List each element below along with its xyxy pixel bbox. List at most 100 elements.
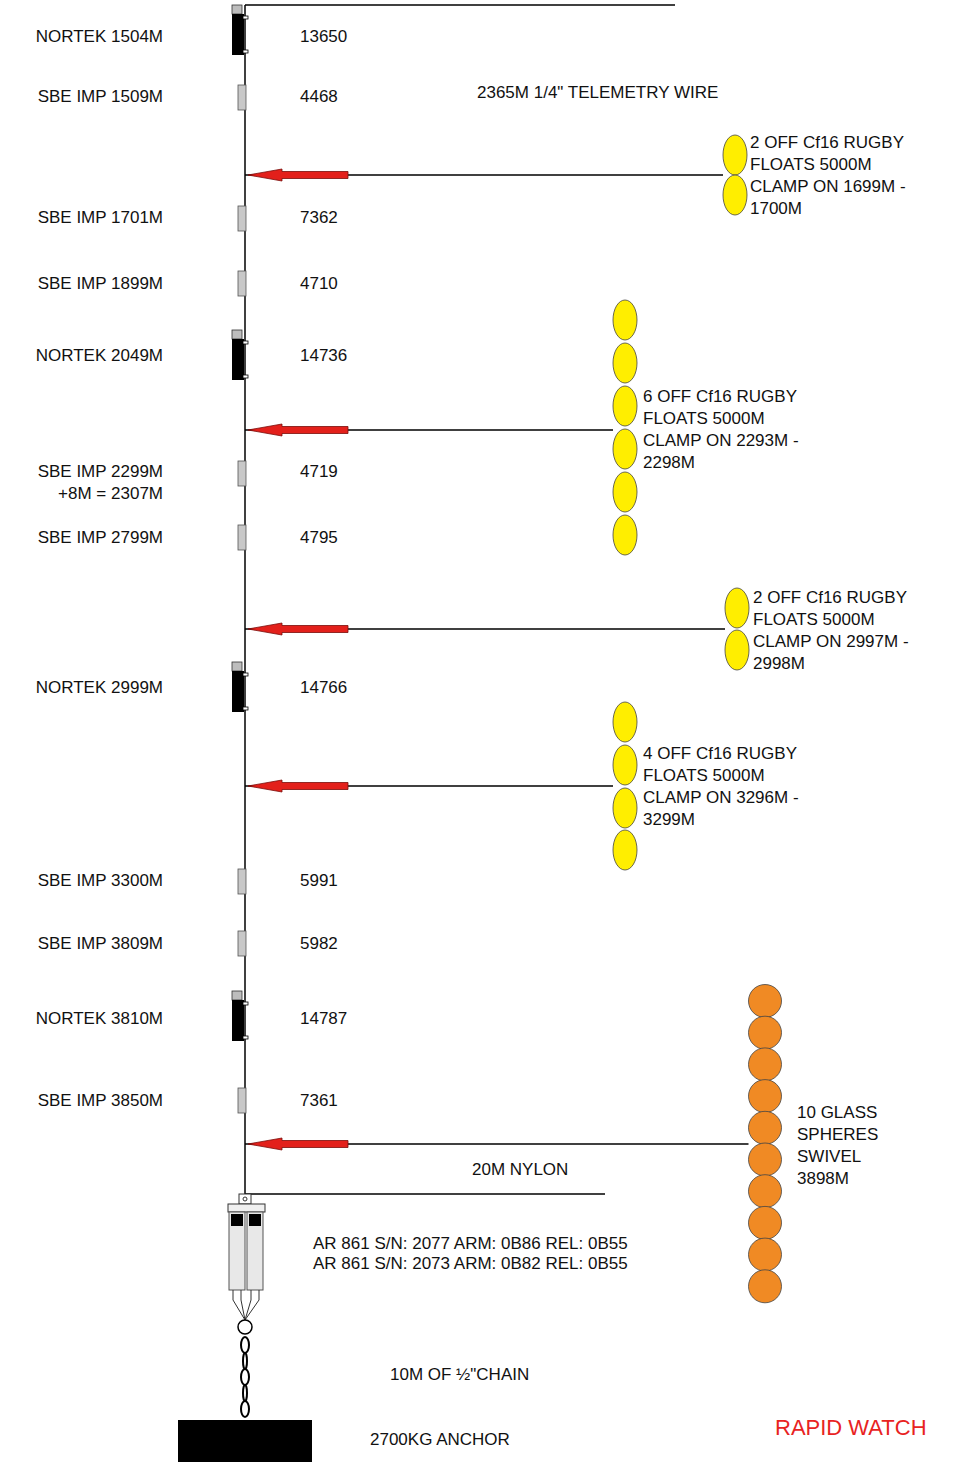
nortek-body [232, 671, 244, 712]
rugby-float [613, 343, 637, 383]
anchor-block [178, 1420, 312, 1462]
top-wire [245, 4, 675, 6]
rugby-float [613, 300, 637, 340]
note-label: 10M OF ½"CHAIN [390, 1364, 529, 1386]
instrument: SBE IMP 3850M 7361 [8, 1090, 368, 1112]
chain-link [243, 1353, 247, 1369]
float-label: 2 OFF Cf16 RUGBY FLOATS 5000M CLAMP ON 2… [753, 587, 921, 675]
sbe-imp-body [238, 206, 246, 231]
instrument-label: SBE IMP 2799M [8, 527, 163, 549]
rugby-float [723, 175, 747, 215]
float-label: 4 OFF Cf16 RUGBY FLOATS 5000M CLAMP ON 3… [643, 743, 811, 831]
nortek-cap [232, 662, 242, 671]
nortek-clamp [243, 673, 248, 676]
release-label: AR 861 S/N: 2077 ARM: 0B86 REL: 0B55 [313, 1234, 628, 1254]
instrument: NORTEK 2049M 14736 [8, 345, 368, 367]
chain-link [241, 1369, 249, 1385]
clamp-arrow [248, 623, 348, 635]
nortek-cap [232, 5, 242, 14]
note-label: RAPID WATCH [775, 1417, 927, 1439]
note-label: 20M NYLON [472, 1159, 568, 1181]
rugby-float [613, 702, 637, 742]
anchor-label: 2700KG ANCHOR [370, 1429, 510, 1451]
clamp-arrow [248, 169, 348, 181]
instrument-label: NORTEK 1504M [8, 26, 163, 48]
sbe-imp-body [238, 869, 246, 894]
nortek-cap [232, 991, 242, 1000]
sbe-imp-body [238, 931, 246, 956]
clamp-arrow [248, 424, 348, 436]
release-frame [228, 1204, 265, 1212]
serial-number: 5982 [300, 933, 338, 955]
nortek-body [232, 1000, 244, 1041]
ring [238, 1320, 252, 1334]
glass-sphere [749, 1111, 782, 1144]
rugby-float [613, 429, 637, 469]
serial-number: 4719 [300, 461, 338, 483]
release-hook [233, 1290, 245, 1320]
serial-number: 7361 [300, 1090, 338, 1112]
rugby-float [613, 745, 637, 785]
glass-sphere [749, 1238, 782, 1271]
serial-number: 14787 [300, 1008, 347, 1030]
chain-link [243, 1385, 247, 1401]
instrument: SBE IMP 1899M 4710 [8, 273, 368, 295]
rugby-float [725, 588, 749, 628]
float-label: 10 GLASS SPHERES SWIVEL 3898M [797, 1102, 889, 1190]
glass-sphere [749, 1080, 782, 1113]
mooring-wire [244, 5, 246, 1195]
float-cluster: 2 OFF Cf16 RUGBY FLOATS 5000M CLAMP ON 2… [753, 587, 921, 675]
serial-number: 4795 [300, 527, 338, 549]
serial-number: 4710 [300, 273, 338, 295]
clamp-arrow [248, 1138, 348, 1150]
sbe-imp-body [238, 1088, 246, 1113]
nortek-clamp [243, 1036, 248, 1039]
sbe-imp-body [238, 85, 246, 110]
float-cluster: 2 OFF Cf16 RUGBY FLOATS 5000M CLAMP ON 1… [750, 132, 918, 220]
rugby-float [613, 788, 637, 828]
instrument-label: SBE IMP 3300M [8, 870, 163, 892]
mooring-art [178, 5, 782, 1462]
instrument: SBE IMP 3300M 5991 [8, 870, 368, 892]
instrument-label: SBE IMP 3850M [8, 1090, 163, 1112]
nortek-clamp [243, 375, 248, 378]
nylon-line [245, 1193, 605, 1195]
acoustic-release [229, 1212, 245, 1290]
clamp-arrow [248, 780, 348, 792]
instrument-label: NORTEK 2999M [8, 677, 163, 699]
rugby-float [613, 515, 637, 555]
glass-sphere [749, 1016, 782, 1049]
rugby-float [613, 472, 637, 512]
instrument-label: NORTEK 2049M [8, 345, 163, 367]
release-hook [245, 1290, 259, 1320]
glass-sphere-string: 10 GLASS SPHERES SWIVEL 3898M [797, 1102, 889, 1190]
nortek-body [232, 14, 244, 55]
sbe-imp-body [238, 525, 246, 550]
rugby-float [723, 135, 747, 175]
float-cluster: 4 OFF Cf16 RUGBY FLOATS 5000M CLAMP ON 3… [643, 743, 811, 831]
instrument: SBE IMP 3809M5982 [8, 933, 368, 955]
float-label: 6 OFF Cf16 RUGBY FLOATS 5000M CLAMP ON 2… [643, 386, 811, 474]
nortek-cap [232, 330, 242, 339]
nortek-body [232, 339, 244, 380]
instrument: SBE IMP 2299M +8M = 2307M4719 [8, 461, 368, 505]
rugby-float [613, 386, 637, 426]
instrument: NORTEK 3810M14787 [8, 1008, 368, 1030]
serial-number: 14736 [300, 345, 347, 367]
instrument-label: SBE IMP 1899M [8, 273, 163, 295]
serial-number: 4468 [300, 86, 338, 108]
nortek-clamp [243, 16, 248, 19]
glass-sphere [749, 985, 782, 1018]
release-shackle [239, 1194, 251, 1204]
glass-sphere [749, 1206, 782, 1239]
instrument-label: SBE IMP 1701M [8, 207, 163, 229]
instrument: NORTEK 1504M 13650 [8, 26, 368, 48]
nortek-clamp [243, 50, 248, 53]
glass-sphere [749, 1270, 782, 1303]
serial-number: 14766 [300, 677, 347, 699]
serial-number: 5991 [300, 870, 338, 892]
serial-number: 13650 [300, 26, 347, 48]
instrument-label: SBE IMP 1509M [8, 86, 163, 108]
float-label: 2 OFF Cf16 RUGBY FLOATS 5000M CLAMP ON 1… [750, 132, 918, 220]
glass-sphere [749, 1175, 782, 1208]
